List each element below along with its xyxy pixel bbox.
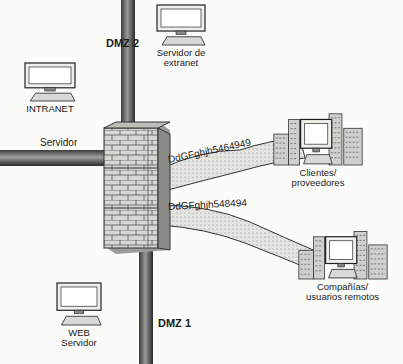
buildings-icon	[272, 108, 364, 166]
remote-site-node: Clientes/ proveedores	[268, 108, 368, 188]
node-label: INTRANET	[26, 104, 74, 114]
computer-node: INTRANET	[15, 62, 85, 114]
node-label: Compañías/ usuarios remotos	[302, 282, 384, 302]
computer-icon	[24, 62, 76, 102]
buildings-icon	[297, 226, 389, 280]
text-label: DdGFghjh548494	[168, 197, 247, 212]
node-label: Clientes/ proveedores	[286, 168, 350, 188]
computer-icon	[156, 4, 206, 46]
computer-node: Servidor de extranet	[145, 4, 217, 68]
computer-node: WEB Servidor	[48, 282, 110, 348]
text-label: Servidor	[40, 137, 77, 148]
remote-site-node: Compañías/ usuarios remotos	[290, 226, 395, 302]
computer-icon	[56, 282, 102, 326]
node-label: WEB Servidor	[56, 328, 102, 348]
node-label: Servidor de extranet	[150, 48, 212, 68]
zone-label: DMZ 1	[158, 318, 191, 329]
zone-label: DMZ 2	[106, 38, 139, 49]
